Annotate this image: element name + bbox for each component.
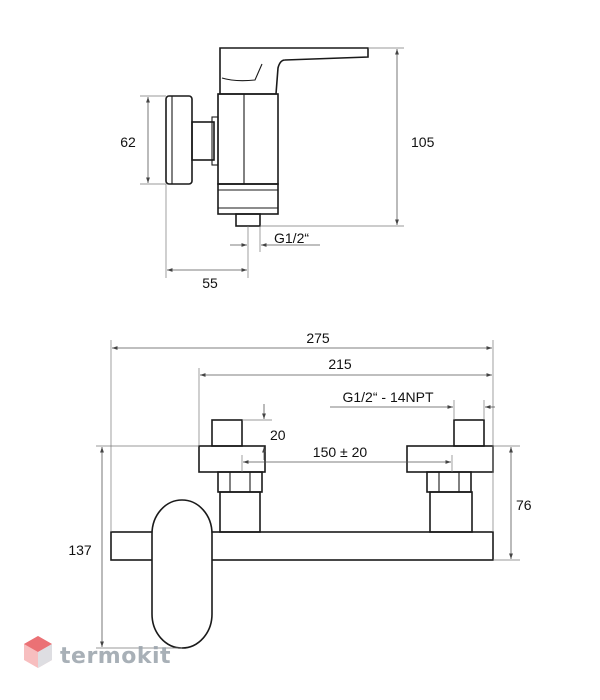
dim-handle-height: 62 xyxy=(120,134,136,150)
dim-eccentric-height: 20 xyxy=(270,427,286,443)
dim-outlet-thread: G1/2“ xyxy=(274,230,309,246)
wall-flange xyxy=(165,95,193,185)
right-flange xyxy=(406,445,494,473)
lever-handle-detail xyxy=(221,63,263,82)
front-lever-handle xyxy=(151,499,213,649)
mixer-lower-ring xyxy=(217,183,279,215)
dim-front-total-height: 137 xyxy=(68,542,92,558)
mixer-body xyxy=(217,93,279,185)
left-flange xyxy=(198,445,266,473)
termokit-watermark: termokit xyxy=(24,636,171,669)
termokit-brand-text: termokit xyxy=(60,644,171,669)
outlet-nipple xyxy=(235,213,261,227)
mixer-bar xyxy=(110,531,494,561)
dim-side-depth: 55 xyxy=(202,275,218,291)
eccentric-nut xyxy=(191,121,215,161)
side-view: 62 105 G1/2“ 55 xyxy=(120,47,435,291)
front-view: 275 215 G1/2“ - 14NPT 20 150 ± 20 76 137 xyxy=(68,330,532,649)
left-nut xyxy=(217,471,263,493)
termokit-logo-icon xyxy=(24,636,52,668)
dim-side-total-height: 105 xyxy=(411,134,435,150)
dim-thread-spec: G1/2“ - 14NPT xyxy=(342,389,433,405)
dim-centre-distance: 150 ± 20 xyxy=(313,444,368,460)
dim-body-height: 76 xyxy=(516,497,532,513)
dim-connection-span: 215 xyxy=(328,356,352,372)
dim-overall-width: 275 xyxy=(306,330,330,346)
left-union xyxy=(219,491,261,533)
lever-handle xyxy=(219,47,369,95)
left-inlet-top xyxy=(211,419,243,447)
right-nut xyxy=(426,471,472,493)
right-union xyxy=(429,491,473,533)
mixer-body-face xyxy=(217,93,245,185)
right-inlet-top xyxy=(453,419,485,447)
